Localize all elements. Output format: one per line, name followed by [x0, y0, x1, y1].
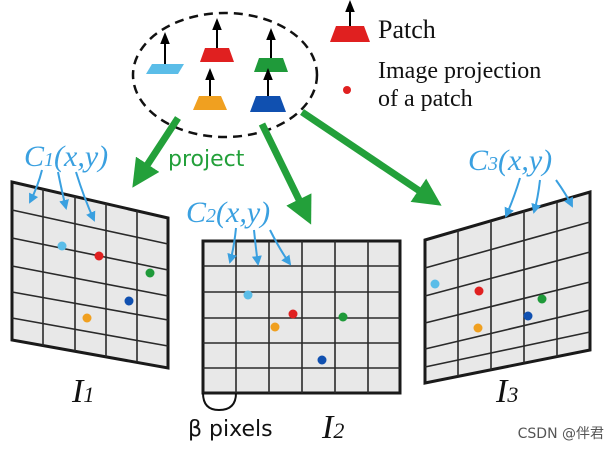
image-1-coord-letter: C: [24, 140, 45, 173]
image-3-coord-letter: C: [468, 144, 489, 177]
image-3-grid: [424, 202, 591, 376]
project-arrow-3: [300, 109, 442, 206]
patch-light-blue: [146, 32, 184, 74]
image-3-name: I: [495, 373, 509, 410]
image-2-projection-light-blue: [243, 290, 253, 300]
image-3-coord-arrow-b: [531, 179, 542, 214]
image-2-coord-label: C2(x,y): [186, 196, 270, 229]
image-2-projection-dark-blue: [317, 355, 327, 365]
image-1-grid: [11, 189, 169, 362]
legend-projection-dot: [343, 86, 351, 94]
image-1-coord-sub: 1: [44, 149, 54, 171]
image-1-projection-orange: [82, 313, 92, 323]
project-label: project: [168, 147, 245, 172]
image-1-coord-arrow-a: [29, 169, 43, 204]
image-2-name: I: [321, 409, 335, 446]
legend-patch-icon: [330, 0, 370, 42]
image-plane-1: C1(x,y) I1: [10, 140, 170, 410]
image-2-coord-letter: C: [186, 196, 207, 229]
image-3-coord-args: (x,y): [498, 144, 552, 177]
legend-projection-line2: of a patch: [378, 86, 473, 112]
image-3-label: I3: [495, 373, 518, 410]
image-2-projection-red: [288, 309, 298, 319]
image-3-projection-orange: [473, 323, 483, 333]
patch-cluster-ellipse: [131, 11, 319, 139]
patch-orange: [193, 68, 227, 110]
image-1-name: I: [71, 373, 85, 410]
image-1-subscript: 1: [83, 382, 94, 407]
watermark: CSDN @伴君: [518, 426, 604, 442]
image-3-coord-arrow-c: [555, 179, 573, 208]
image-1-coord-arrow-c: [75, 171, 96, 222]
image-2-coord-arrow-b: [251, 229, 262, 266]
image-3-projection-light-blue: [430, 279, 440, 289]
image-3-coord-label: C3(x,y): [468, 144, 552, 177]
image-2-subscript: 2: [333, 418, 344, 443]
image-2-coord-sub: 2: [206, 205, 216, 227]
pixel-size-label: β pixels: [188, 417, 273, 442]
image-2-grid: [203, 241, 400, 393]
image-2-coord-arrow-a: [227, 227, 238, 264]
image-3-subscript: 3: [506, 382, 518, 407]
image-1-projection-red: [94, 251, 104, 261]
image-1-label: I1: [71, 373, 94, 410]
legend: Patch Image projection of a patch: [330, 0, 541, 112]
patch-green: [254, 28, 288, 72]
image-2-projection-orange: [270, 322, 280, 332]
project-arrow-1: [132, 116, 181, 188]
patch-red: [200, 18, 234, 62]
image-3-projection-dark-blue: [523, 311, 533, 321]
project-arrow-2: [258, 122, 312, 225]
image-plane-3: C3(x,y) I3: [423, 144, 592, 410]
image-2-coord-args: (x,y): [216, 196, 270, 229]
image-1-projection-dark-blue: [124, 296, 134, 306]
image-2-coord-arrow-c: [269, 229, 292, 266]
pixel-size-bracket: [202, 392, 237, 412]
patch-dark-blue: [250, 68, 286, 112]
image-plane-2: C2(x,y) β pixels I2: [186, 196, 402, 446]
image-3-projection-red: [474, 286, 484, 296]
legend-projection-line1: Image projection: [378, 58, 541, 84]
image-1-projection-light-blue: [57, 241, 67, 251]
image-1-coord-args: (x,y): [54, 140, 108, 173]
image-3-coord-arrow-a: [504, 177, 521, 218]
image-3-coord-sub: 3: [487, 153, 498, 175]
legend-patch-label: Patch: [378, 15, 436, 44]
image-1-projection-green: [145, 268, 155, 278]
image-2-projection-green: [338, 312, 348, 322]
image-1-coord-arrow-b: [57, 171, 69, 210]
image-2-label: I2: [321, 409, 344, 446]
image-1-coord-label: C1(x,y): [24, 140, 108, 173]
image-3-projection-green: [537, 294, 547, 304]
